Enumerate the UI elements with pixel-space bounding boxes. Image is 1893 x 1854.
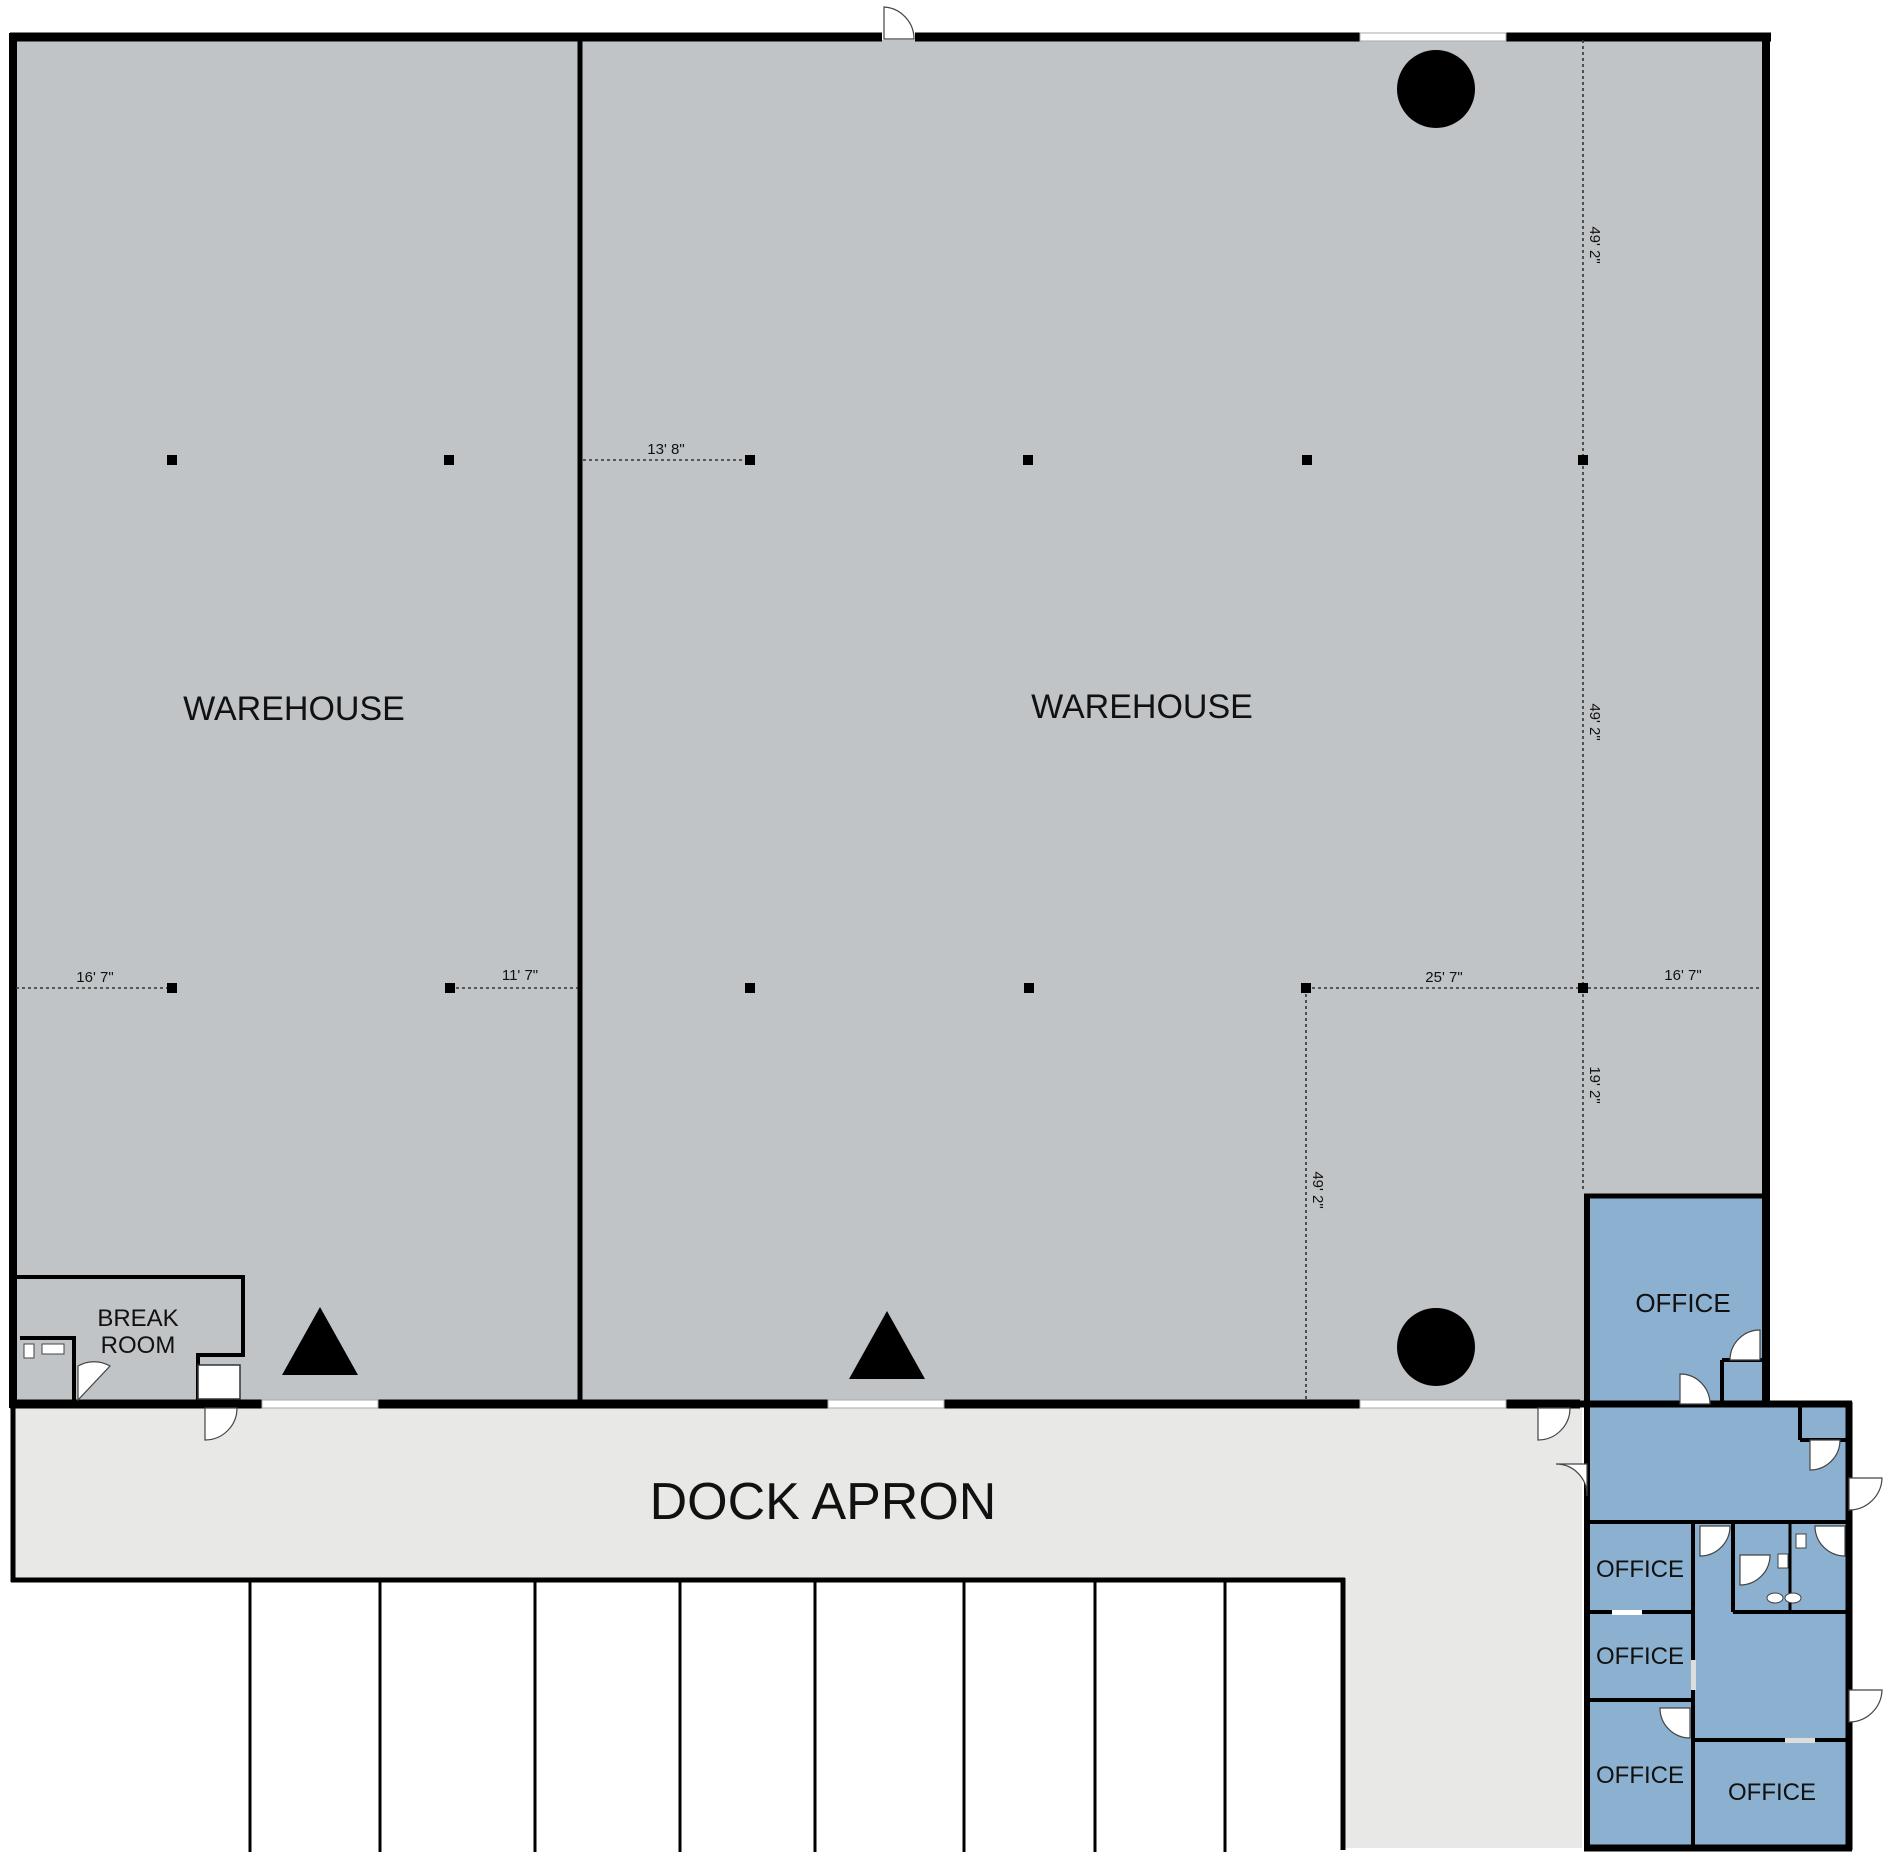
warehouse-west-label: WAREHOUSE bbox=[183, 690, 405, 728]
door-swing-icon bbox=[1729, 1329, 1761, 1361]
dimension-labels: 13' 8" 16' 7" 11' 7" 25' 7" 16' 7" 49' 2… bbox=[76, 226, 1701, 1208]
dimension-label: 49' 2" bbox=[1586, 703, 1603, 740]
toilet-icon bbox=[1777, 1553, 1789, 1569]
square-column-icon bbox=[1301, 983, 1311, 993]
square-column-icon bbox=[1023, 455, 1033, 465]
door-swing-icon bbox=[204, 1407, 238, 1441]
dimension-label: 49' 2" bbox=[1309, 1171, 1326, 1208]
truck-bay-lines bbox=[248, 1580, 1227, 1852]
door-swing-icon bbox=[1739, 1554, 1771, 1586]
toilet-icon bbox=[23, 1343, 35, 1359]
warehouse-east-label: WAREHOUSE bbox=[1031, 688, 1253, 726]
square-column-icon bbox=[1578, 983, 1588, 993]
dimension-lines bbox=[16, 40, 1762, 1400]
dock-door-3 bbox=[1359, 1399, 1507, 1409]
toilet-icon bbox=[1795, 1533, 1807, 1549]
break-room-label-line1: BREAK bbox=[97, 1305, 178, 1332]
sink-icon bbox=[1784, 1592, 1802, 1604]
door-swing-icon bbox=[1699, 1525, 1731, 1557]
dock-apron-floor bbox=[14, 1403, 1582, 1848]
entrance-markers bbox=[282, 1307, 925, 1379]
door-swing-icon bbox=[1555, 1463, 1588, 1497]
round-column-icon bbox=[1397, 50, 1475, 128]
warehouse-east-floor bbox=[579, 40, 1763, 1403]
triangle-entrance-icon bbox=[282, 1307, 358, 1375]
dimension-label: 16' 7" bbox=[76, 969, 113, 986]
exterior-walls bbox=[9, 32, 1771, 1850]
dimension-label: 19' 2" bbox=[1586, 1066, 1603, 1103]
columns bbox=[167, 50, 1588, 1386]
door-swing-icon bbox=[1809, 1439, 1841, 1471]
office-d-label: OFFICE bbox=[1728, 1779, 1816, 1806]
dimension-label: 49' 2" bbox=[1586, 226, 1603, 263]
sink-icon bbox=[1766, 1592, 1784, 1604]
square-column-icon bbox=[167, 983, 177, 993]
warehouse-west-floor bbox=[14, 40, 579, 1403]
door-swing-icon bbox=[197, 1364, 241, 1400]
interior-window bbox=[1785, 1738, 1815, 1743]
office-upper-floor bbox=[1587, 1196, 1763, 1403]
office-suite-floor bbox=[1587, 1403, 1849, 1848]
top-overhead-door bbox=[1359, 32, 1507, 42]
door-swing-icon bbox=[1537, 1407, 1571, 1441]
square-column-icon bbox=[745, 455, 755, 465]
break-room bbox=[16, 1275, 245, 1441]
door-swing-icon bbox=[1848, 1689, 1883, 1723]
dock-door-2 bbox=[827, 1399, 945, 1409]
square-column-icon bbox=[1302, 455, 1312, 465]
dock-apron-label: DOCK APRON bbox=[650, 1473, 997, 1531]
dock-door-1 bbox=[261, 1399, 379, 1409]
door-swing-icon bbox=[1659, 1707, 1691, 1739]
interior-window bbox=[1691, 1660, 1696, 1690]
square-column-icon bbox=[444, 455, 454, 465]
round-column-icon bbox=[1397, 1308, 1475, 1386]
square-column-icon bbox=[167, 455, 177, 465]
dimension-label: 11' 7" bbox=[502, 967, 538, 984]
dimension-label: 25' 7" bbox=[1425, 969, 1462, 986]
door-swings bbox=[883, 6, 1883, 1743]
office-b-label: OFFICE bbox=[1596, 1643, 1684, 1670]
dimension-label: 16' 7" bbox=[1664, 967, 1701, 984]
office-c-label: OFFICE bbox=[1596, 1762, 1684, 1789]
break-room-label-line2: ROOM bbox=[101, 1332, 176, 1359]
floor-fills bbox=[14, 40, 1849, 1848]
interior-window bbox=[1612, 1610, 1642, 1615]
dimension-label: 13' 8" bbox=[647, 441, 684, 458]
door-swing-icon bbox=[77, 1361, 111, 1402]
square-column-icon bbox=[1024, 983, 1034, 993]
room-labels: WAREHOUSE WAREHOUSE BREAK ROOM DOCK APRO… bbox=[97, 688, 1816, 1806]
door-swing-icon bbox=[1848, 1477, 1883, 1511]
door-swing-icon bbox=[883, 6, 915, 40]
square-column-icon bbox=[445, 983, 455, 993]
triangle-entrance-icon bbox=[849, 1311, 925, 1379]
office-upper-label: OFFICE bbox=[1635, 1288, 1730, 1318]
office-a-label: OFFICE bbox=[1596, 1556, 1684, 1583]
door-swing-icon bbox=[1814, 1525, 1846, 1557]
sink-icon bbox=[41, 1343, 65, 1355]
square-column-icon bbox=[1578, 455, 1588, 465]
square-column-icon bbox=[745, 983, 755, 993]
door-swing-icon bbox=[1679, 1373, 1711, 1405]
